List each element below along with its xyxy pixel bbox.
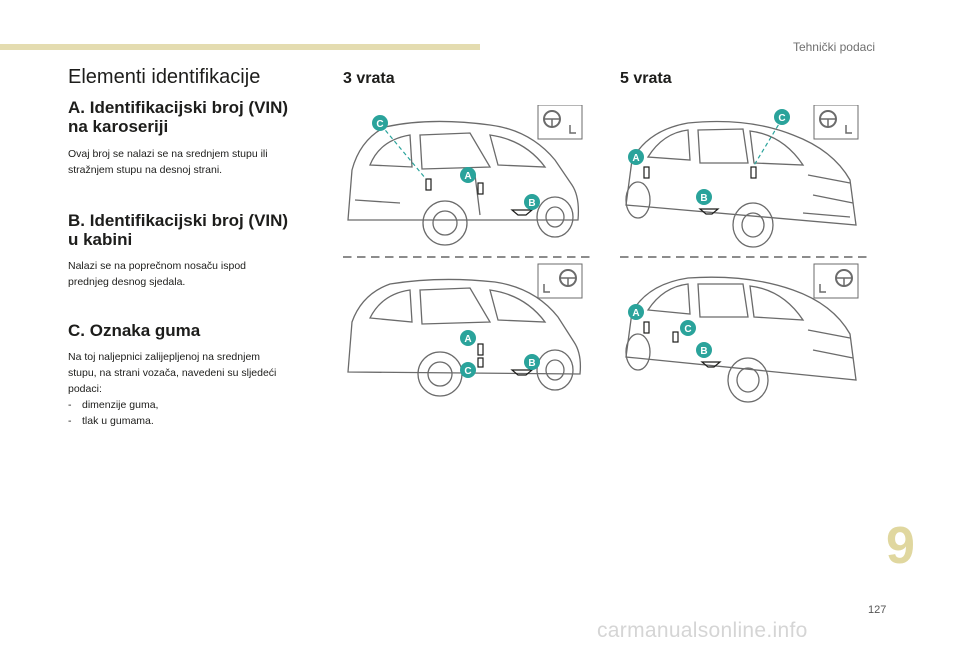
seat-icon bbox=[543, 284, 550, 293]
watermark: carmanualsonline.info bbox=[597, 619, 808, 642]
section-a-heading: A. Identifikacijski broj (VIN) na karose… bbox=[68, 98, 289, 136]
list-item: tlak u gumama. bbox=[68, 413, 318, 429]
steering-wheel-icon bbox=[813, 263, 859, 299]
list-item: dimenzije guma, bbox=[68, 397, 318, 413]
steering-wheel-icon bbox=[537, 105, 583, 140]
marker-c: C bbox=[680, 320, 696, 336]
seat-icon bbox=[819, 284, 826, 293]
section-c-text: Na toj naljepnici zalijepljenoj na sredn… bbox=[68, 349, 318, 429]
svg-text:B: B bbox=[700, 346, 707, 357]
svg-text:A: A bbox=[464, 171, 471, 182]
marker-b: B bbox=[696, 342, 712, 358]
svg-text:B: B bbox=[528, 198, 535, 209]
five-door-title: 5 vrata bbox=[620, 70, 672, 87]
car-3door-rear-figure: C A B bbox=[347, 105, 583, 246]
car-3door-side-figure: A C B bbox=[347, 263, 583, 397]
svg-text:C: C bbox=[376, 119, 383, 130]
marker-c: C bbox=[774, 109, 790, 125]
marker-c: C bbox=[372, 115, 388, 131]
three-door-title: 3 vrata bbox=[343, 70, 395, 87]
section-c-heading: C. Oznaka guma bbox=[68, 321, 201, 340]
divider-3door bbox=[343, 256, 590, 258]
header-accent-bar bbox=[0, 44, 480, 50]
divider-5door bbox=[620, 256, 867, 258]
marker-a: A bbox=[628, 304, 644, 320]
marker-b: B bbox=[524, 354, 540, 370]
svg-text:A: A bbox=[632, 308, 639, 319]
svg-text:C: C bbox=[778, 113, 785, 124]
section-b-heading: B. Identifikacijski broj (VIN) u kabini bbox=[68, 211, 289, 249]
svg-text:B: B bbox=[528, 358, 535, 369]
marker-a: A bbox=[460, 330, 476, 346]
svg-text:C: C bbox=[464, 366, 471, 377]
marker-c: C bbox=[460, 362, 476, 378]
steering-wheel-icon bbox=[813, 105, 859, 140]
seat-icon bbox=[845, 125, 852, 134]
marker-a: A bbox=[628, 149, 644, 165]
steering-wheel-icon bbox=[537, 263, 583, 299]
car-5door-side-figure: A C B bbox=[625, 263, 859, 403]
tyre-data-list: dimenzije guma, tlak u gumama. bbox=[68, 397, 318, 429]
marker-b: B bbox=[696, 189, 712, 205]
marker-b: B bbox=[524, 194, 540, 210]
section-label: Tehnički podaci bbox=[792, 40, 875, 54]
svg-text:A: A bbox=[464, 334, 471, 345]
seat-icon bbox=[569, 125, 576, 134]
svg-text:A: A bbox=[632, 153, 639, 164]
marker-a: A bbox=[460, 167, 476, 183]
section-b-text: Nalazi se na poprečnom nosaču ispod pred… bbox=[68, 260, 247, 288]
section-a-text: Ovaj broj se nalazi se na srednjem stupu… bbox=[68, 148, 268, 176]
page-title: Elementi identifikacije bbox=[68, 66, 261, 88]
page-number: 127 bbox=[868, 604, 887, 616]
car-5door-front-figure: C A B bbox=[625, 105, 859, 248]
svg-text:C: C bbox=[684, 324, 691, 335]
chapter-number: 9 bbox=[886, 517, 915, 575]
svg-text:B: B bbox=[700, 193, 707, 204]
